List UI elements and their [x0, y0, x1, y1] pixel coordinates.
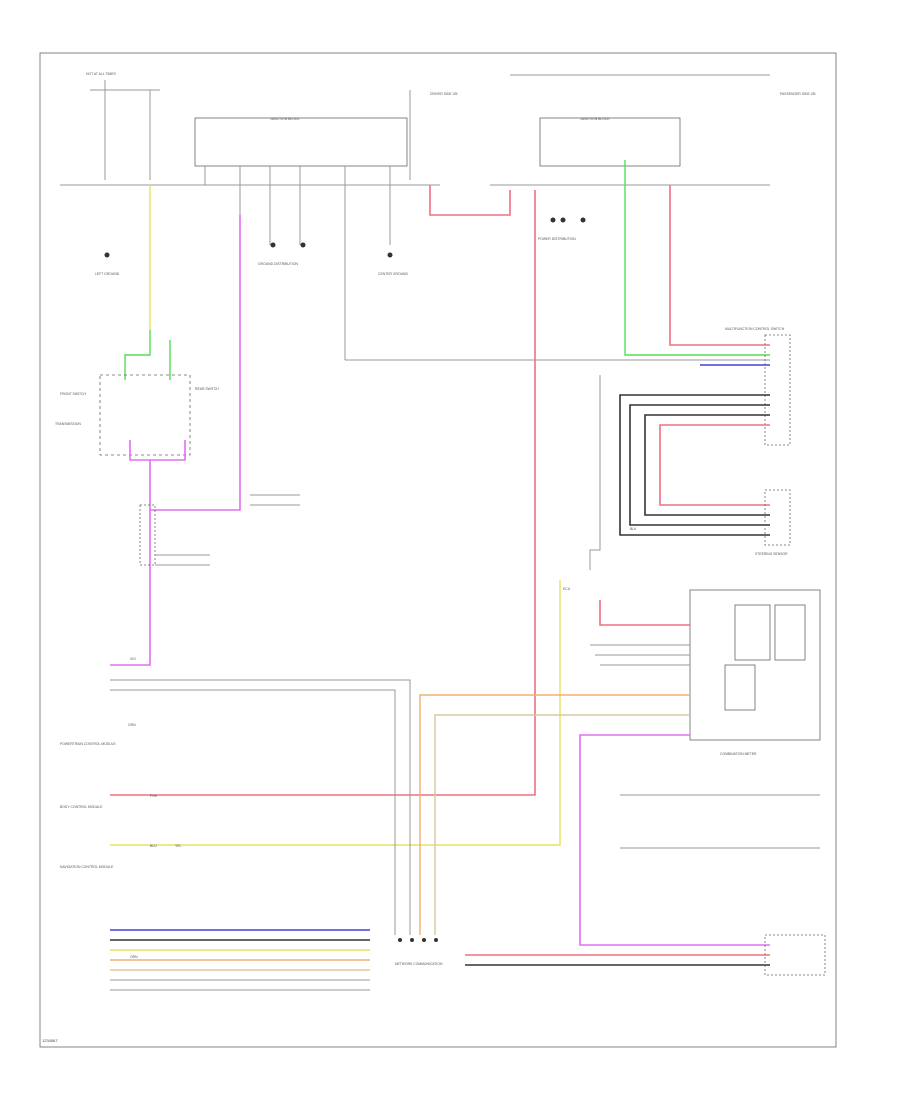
ground-point-6 [560, 217, 566, 223]
pink-wire-main [429, 185, 511, 216]
navigation-module [764, 934, 826, 976]
ecu-label: ECU [563, 587, 571, 591]
ground-point-5 [550, 217, 556, 223]
multifunction-label: MULTIFUNCTION CONTROL SWITCH [725, 327, 785, 331]
tan-wire-1 [434, 714, 690, 935]
dash-panel-jb-right-label: PASSENGER SIDE J/B [780, 92, 816, 96]
meter-inner-1 [734, 604, 771, 661]
center-ground-label: CENTER GROUND [378, 272, 409, 276]
left-ground-label: LEFT GROUND [95, 272, 120, 276]
ground-point-7 [580, 217, 586, 223]
ground-distribution-label: GROUND DISTRIBUTION [258, 262, 298, 266]
pink-wire-down [110, 190, 536, 796]
wire-violet-label: VIO [130, 657, 136, 661]
ground-point-3 [387, 252, 393, 258]
power-distribution-label: POWER DISTRIBUTION [538, 237, 576, 241]
wire-pink-label: PNK [150, 794, 158, 798]
gray-harness [589, 375, 601, 570]
violet-wire-2 [129, 440, 151, 510]
steering-label: STEERING SENSOR [755, 552, 788, 556]
right-upper-module [764, 334, 791, 446]
wire-blue-label: BLU [150, 844, 157, 848]
relay-box-left [194, 117, 408, 167]
right-lower-module [764, 489, 791, 546]
black-wire-2 [629, 404, 770, 526]
switch-housing [99, 374, 191, 456]
wire-orange-label: ORN [130, 955, 138, 959]
wire-green-label: GRN [128, 723, 136, 727]
wire-yellow-label: YEL [175, 844, 182, 848]
ground-point-1 [270, 242, 276, 248]
pcm-label: POWERTRAIN CONTROL MODULE [60, 742, 116, 746]
relay-box-left-label: JUNCTION BLOCK [270, 117, 300, 121]
relay-box-right-label: JUNCTION BLOCK [580, 117, 610, 121]
violet-wire-3 [150, 440, 186, 461]
navigation-label: NAVIGATION CONTROL MODULE [60, 865, 114, 869]
meter-inner-3 [724, 664, 756, 711]
network-node-3 [422, 938, 426, 942]
orange-wire-1 [419, 694, 690, 935]
transmission-label: TRANSMISSION [55, 422, 81, 426]
body-control-label: BODY CONTROL MODULE [60, 805, 103, 809]
combination-meter-label: COMBINATION METER [720, 752, 757, 756]
pink-meter [599, 600, 690, 626]
rear-switch-label: REAR SWITCH [195, 387, 219, 391]
gray-lower-left [110, 679, 411, 935]
network-node-4 [434, 938, 438, 942]
meter-inner-2 [774, 604, 806, 661]
diagram-frame [39, 52, 837, 1048]
wire-black-label: BLK [630, 527, 637, 531]
ground-point-4 [104, 252, 110, 258]
green-wire-1 [124, 330, 151, 380]
ground-point-2 [300, 242, 306, 248]
network-label: NETWORK COMMUNICATION [395, 962, 443, 966]
green-wire-right [624, 160, 770, 356]
hot-at-all-times-label: HOT AT ALL TIMES [86, 72, 117, 76]
footer-code: 1234567 [42, 1038, 58, 1043]
network-node-1 [398, 938, 402, 942]
network-node-2 [410, 938, 414, 942]
gray-lower-left-2 [110, 689, 396, 935]
pink-wire-right [669, 185, 770, 346]
relay-box-right [539, 117, 681, 167]
dash-panel-jb-left-label: DRIVER SIDE J/B [430, 92, 458, 96]
mid-connector [139, 504, 156, 566]
violet-wire-right [579, 734, 770, 946]
black-wire-1 [619, 394, 770, 536]
yellow-wire-long [110, 580, 561, 846]
black-wire-3 [644, 414, 770, 516]
pink-wire-harness [659, 424, 770, 506]
front-switch-label: FRONT SWITCH [60, 392, 86, 396]
